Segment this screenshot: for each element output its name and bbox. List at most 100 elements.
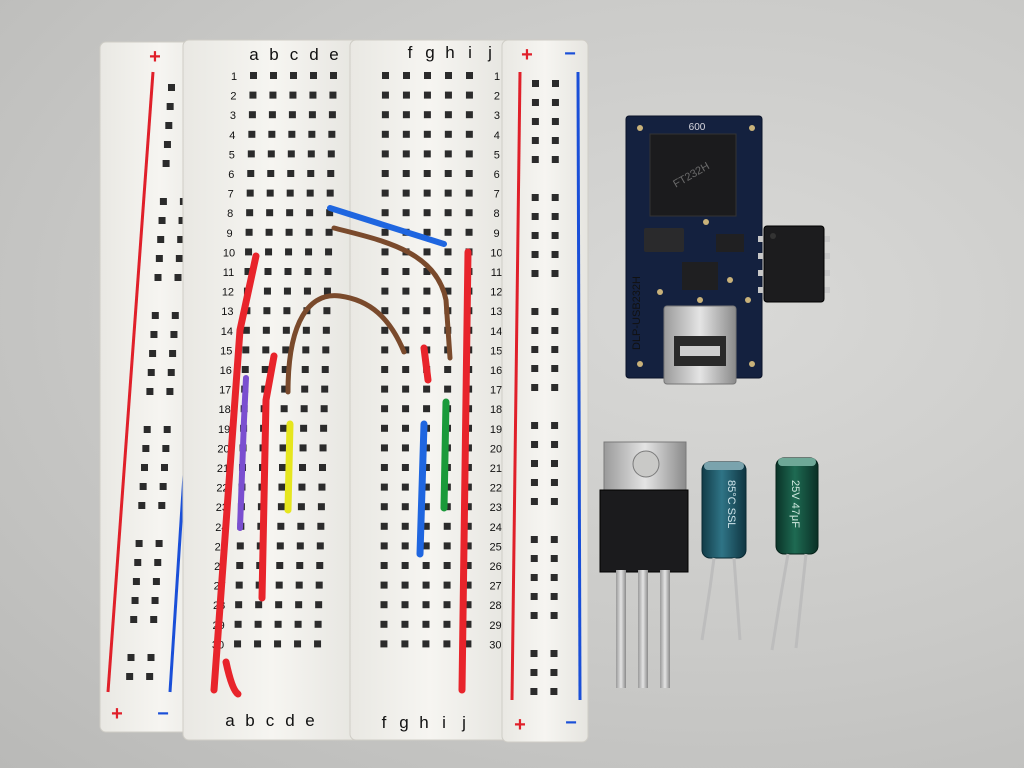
breadboard-hole xyxy=(296,562,304,569)
breadboard-hole xyxy=(444,150,452,158)
breadboard-hole xyxy=(235,601,243,609)
right-row-label: 26 xyxy=(490,561,502,573)
rail-hole xyxy=(551,156,559,163)
rail-hole xyxy=(550,593,558,600)
breadboard-hole xyxy=(402,326,410,334)
voltage-regulator xyxy=(599,441,689,688)
breadboard-hole xyxy=(402,366,410,373)
breadboard-hole xyxy=(401,483,409,491)
breadboard-hole xyxy=(464,483,472,491)
right-row-label: 23 xyxy=(490,502,502,514)
rail-hole xyxy=(551,365,559,372)
left-bottom-col-label: a xyxy=(225,711,235,730)
rail-hole xyxy=(162,445,170,452)
capacitor-2-marking: 25V 47μF xyxy=(789,480,801,528)
breadboard-hole xyxy=(402,130,410,138)
rail-hole xyxy=(147,369,155,376)
breadboard-hole xyxy=(423,385,431,393)
breadboard-hole xyxy=(401,640,409,648)
rail-hole xyxy=(158,217,166,224)
rail-hole xyxy=(531,422,539,429)
breadboard-hole xyxy=(444,170,452,177)
left-row-label: 17 xyxy=(219,385,231,397)
rail-hole xyxy=(531,213,539,220)
right-row-label: 11 xyxy=(491,267,502,279)
rail-hole xyxy=(150,331,158,338)
rail-hole xyxy=(551,308,559,315)
wire-blue-top xyxy=(327,205,447,247)
breadboard-hole xyxy=(423,91,431,99)
left-row-label: 6 xyxy=(228,169,234,181)
rail-hole xyxy=(531,251,539,258)
rail-hole xyxy=(161,464,168,471)
breadboard-hole xyxy=(234,640,242,648)
pcb-via xyxy=(727,277,733,283)
rail-hole xyxy=(530,593,538,600)
breadboard-hole xyxy=(246,189,254,197)
breadboard-hole xyxy=(382,72,389,79)
rail-hole xyxy=(531,99,539,106)
breadboard-hole xyxy=(297,522,305,530)
usb-module-crystal xyxy=(644,228,684,252)
rail-hole xyxy=(165,122,173,129)
breadboard-hole xyxy=(274,620,282,628)
breadboard-hole xyxy=(290,72,297,79)
breadboard-hole xyxy=(381,405,389,413)
breadboard-hole xyxy=(465,170,473,177)
left-bottom-col-label: c xyxy=(266,711,275,730)
rail-hole xyxy=(551,99,559,106)
capacitor-2: 25V 47μF xyxy=(770,457,819,651)
breadboard-hole xyxy=(422,581,430,589)
breadboard-hole xyxy=(380,444,388,452)
breadboard-hole xyxy=(275,601,283,609)
usb-module-marking: 600 xyxy=(689,122,706,133)
left-top-col-label: c xyxy=(290,45,299,64)
left-row-label: 18 xyxy=(219,404,231,416)
breadboard-hole xyxy=(402,405,410,413)
breadboard-hole xyxy=(314,640,322,648)
breadboard-hole xyxy=(402,170,410,177)
usb-module-small-chip xyxy=(682,262,718,290)
rail-hole xyxy=(169,350,177,357)
breadboard-hole xyxy=(443,522,451,530)
breadboard-hole xyxy=(323,307,331,315)
breadboard-hole xyxy=(280,405,288,413)
breadboard-hole xyxy=(262,346,270,354)
right-row-label: 1 xyxy=(494,71,500,83)
breadboard-hole xyxy=(423,111,431,119)
breadboard-hole xyxy=(445,72,452,79)
rail-hole xyxy=(530,574,538,581)
breadboard-hole xyxy=(316,542,324,550)
breadboard-hole xyxy=(288,111,296,119)
left-rail-minus-bottom: − xyxy=(157,703,169,725)
breadboard-hole xyxy=(444,209,452,217)
rail-hole xyxy=(530,536,538,543)
rail-hole xyxy=(550,498,558,505)
wire-brown-left xyxy=(285,293,407,395)
breadboard-hole xyxy=(423,209,431,217)
right-row-label: 10 xyxy=(490,247,502,259)
breadboard-hole xyxy=(381,228,389,236)
rail-hole xyxy=(150,616,158,623)
dip-pin xyxy=(822,270,830,276)
breadboard-hole xyxy=(465,150,473,158)
rail-hole xyxy=(531,441,539,448)
breadboard-hole xyxy=(297,503,305,511)
breadboard-hole xyxy=(380,503,388,511)
breadboard-hole xyxy=(401,562,409,569)
rail-hole xyxy=(143,426,151,433)
breadboard-hole xyxy=(307,150,315,158)
rail-hole xyxy=(531,156,539,163)
wire-red-short xyxy=(420,344,432,384)
breadboard-hole xyxy=(464,503,472,511)
right-bottom-col-label: g xyxy=(399,713,408,732)
breadboard-hole xyxy=(328,111,336,119)
right-row-label: 15 xyxy=(490,345,502,357)
breadboard-hole xyxy=(305,228,313,236)
left-row-label: 13 xyxy=(221,306,233,318)
wire-red-middle xyxy=(258,352,278,602)
rail-hole xyxy=(530,612,538,619)
breadboard-hole xyxy=(423,307,431,315)
rail-hole xyxy=(551,346,559,353)
rail-hole xyxy=(154,274,162,281)
